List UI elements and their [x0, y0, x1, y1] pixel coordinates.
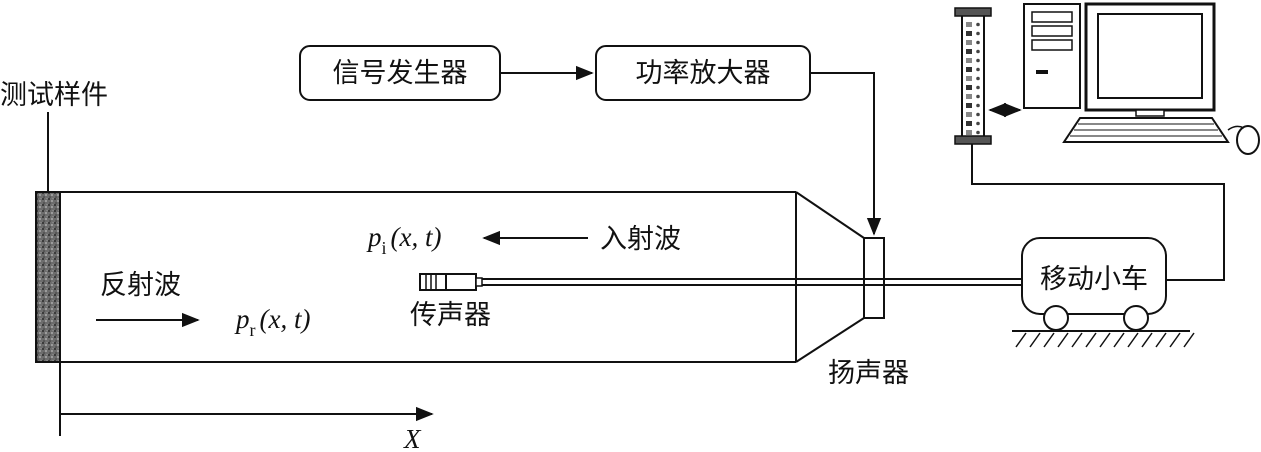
moving-cart-label: 移动小车 [1040, 264, 1148, 295]
reflected-pressure-formula: pr(x, t) [234, 304, 310, 340]
amplifier-to-loudspeaker-arrow [810, 72, 882, 236]
probe-rod [482, 278, 1022, 286]
ground-hatching [1012, 330, 1195, 348]
data-acquisition-module [954, 7, 992, 145]
test-sample-label: 测试样件 [0, 80, 108, 111]
mouse [1227, 125, 1260, 155]
test-sample [35, 191, 61, 363]
x-axis-label: X [403, 424, 422, 452]
incident-wave-label: 入射波 [600, 224, 681, 255]
keyboard [1062, 117, 1230, 143]
incident-pressure-formula: pi(x, t) [366, 222, 441, 258]
power-amplifier-label: 功率放大器 [636, 58, 771, 89]
computer-monitor [1084, 2, 1216, 117]
computer-tower [1023, 3, 1081, 109]
microphone-label: 传声器 [410, 300, 491, 331]
cart-wheel-right [1123, 305, 1149, 331]
impedance-tube [60, 191, 865, 363]
microphone [419, 273, 483, 291]
loudspeaker-label: 扬声器 [828, 358, 909, 389]
signal-generator-label: 信号发生器 [333, 58, 468, 89]
cart-wheel-left [1043, 305, 1069, 331]
reflected-wave-label: 反射波 [100, 270, 181, 301]
controller-to-cart-cable [971, 140, 1225, 281]
moving-cart [1021, 237, 1167, 315]
